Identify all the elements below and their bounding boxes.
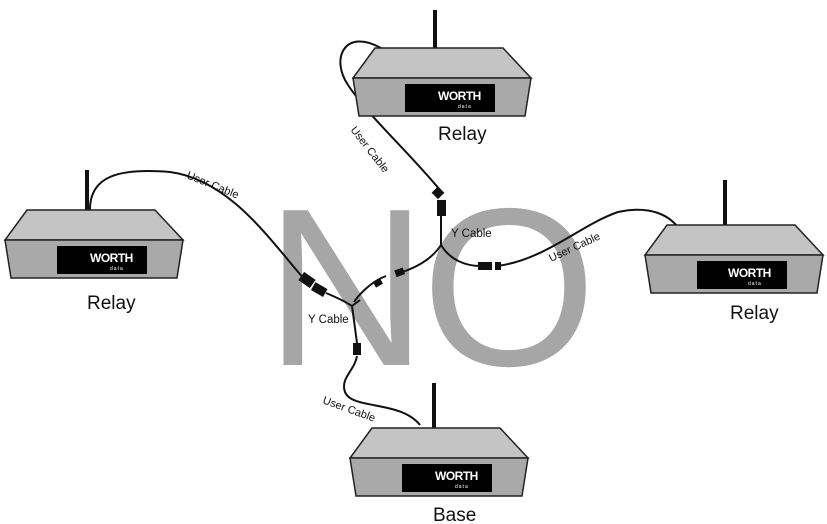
brand-sub: data bbox=[110, 266, 124, 272]
right-cable-plug bbox=[495, 262, 501, 270]
device-label-top: Relay bbox=[438, 124, 487, 145]
link-plug bbox=[373, 278, 383, 288]
device-label-bottom: Base bbox=[433, 505, 476, 524]
brand-sub: data bbox=[748, 281, 762, 287]
top-cable-connector bbox=[431, 186, 445, 200]
base-device: WORTH data bbox=[349, 383, 529, 497]
brand-logo: WORTH bbox=[728, 266, 771, 280]
top-user-cable bbox=[339, 40, 441, 191]
device-label-left: Relay bbox=[87, 293, 136, 314]
device-label-right: Relay bbox=[730, 303, 779, 324]
brand-sub: data bbox=[458, 104, 472, 110]
left-cable-connector bbox=[298, 271, 316, 289]
brand-sub: data bbox=[455, 484, 469, 490]
relay-device-top: WORTH data bbox=[352, 10, 532, 117]
antenna-icon bbox=[723, 180, 727, 232]
lower-y-cable bbox=[325, 292, 361, 344]
left-user-cable bbox=[88, 170, 306, 281]
bottom-user-cable bbox=[343, 355, 421, 426]
antenna-icon bbox=[433, 10, 437, 62]
upper-y-left-plug bbox=[394, 267, 406, 278]
relay-device-left: WORTH data bbox=[4, 170, 184, 279]
antenna-icon bbox=[432, 383, 436, 435]
right-user-cable bbox=[496, 208, 681, 267]
relay-device-right: WORTH data bbox=[644, 180, 824, 294]
upper-y-right-plug bbox=[478, 262, 492, 270]
y-cable-label-lower: Y Cable bbox=[308, 314, 349, 326]
cable-label-left: User Cable bbox=[185, 170, 241, 202]
lower-y-bottom-plug bbox=[353, 343, 361, 355]
brand-logo: WORTH bbox=[438, 89, 481, 103]
brand-logo: WORTH bbox=[90, 251, 133, 265]
lower-y-connector bbox=[310, 282, 328, 297]
y-cable-label-upper: Y Cable bbox=[451, 228, 492, 240]
y-link-cable bbox=[353, 275, 387, 303]
antenna-icon bbox=[85, 170, 89, 222]
brand-logo: WORTH bbox=[435, 469, 478, 483]
upper-y-connector bbox=[437, 200, 446, 216]
